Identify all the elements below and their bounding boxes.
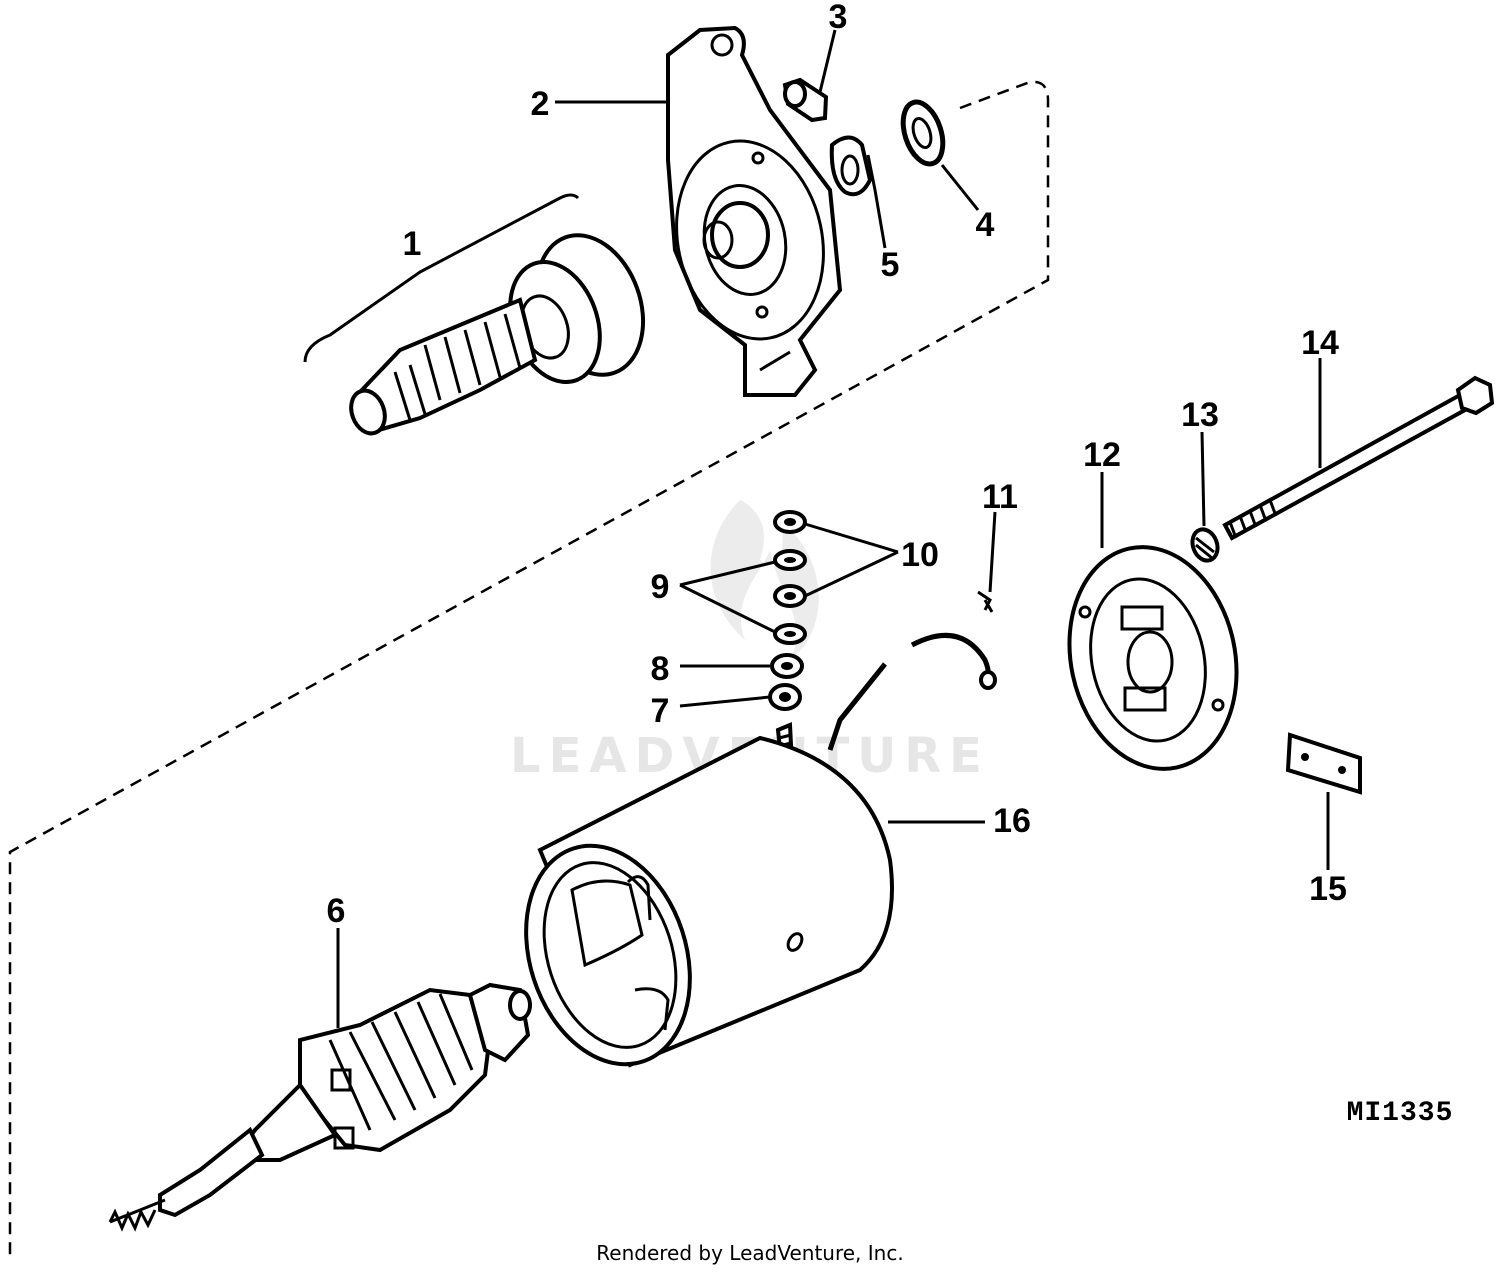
part-14-through-bolt: [1222, 375, 1495, 541]
part-12-end-frame: [1067, 545, 1239, 771]
label-part-1: 1: [403, 225, 422, 263]
part-9-washer-bottom: [773, 623, 807, 645]
part-8-insulator: [770, 653, 804, 679]
part-4-washer: [900, 99, 946, 167]
label-part-11: 11: [982, 478, 1018, 516]
label-part-15: 15: [1309, 870, 1347, 908]
part-2-drive-housing: [666, 25, 843, 397]
part-3-screw: [782, 77, 829, 123]
leader-lines: [336, 29, 1330, 1028]
part-15-strap: [1285, 732, 1362, 795]
label-part-4: 4: [976, 206, 995, 244]
part-10-nut-top: [773, 510, 807, 534]
label-part-12: 12: [1083, 436, 1121, 474]
label-part-5: 5: [881, 246, 900, 284]
part-16-field-frame: [524, 735, 894, 1068]
footer-credit: Rendered by LeadVenture, Inc.: [596, 1241, 903, 1265]
label-part-14: 14: [1301, 324, 1339, 362]
part-10-nut-bottom: [773, 584, 807, 608]
part-number-labels: 1 2 3 4 5 6 7 8 9 10 11 12 13 14 15 16: [327, 0, 1347, 930]
part-7-insulator: [768, 683, 802, 711]
label-part-8: 8: [651, 650, 670, 688]
part-6-armature: [108, 982, 532, 1232]
label-part-13: 13: [1181, 396, 1219, 434]
label-part-2: 2: [531, 85, 550, 123]
label-part-7: 7: [651, 692, 670, 730]
label-part-10: 10: [901, 536, 939, 574]
assembly-dashed-outline: [8, 80, 1050, 1255]
label-part-6: 6: [327, 892, 346, 930]
drawing-code: MI1335: [1347, 1098, 1454, 1129]
label-part-3: 3: [829, 0, 848, 36]
label-part-9: 9: [651, 568, 670, 606]
part-13-nut: [1190, 527, 1220, 563]
part-9-washer-top: [773, 549, 807, 571]
field-lead-wire: [827, 662, 887, 751]
watermark-flame-logo: [710, 500, 819, 660]
part-11-brush: [910, 590, 997, 690]
part-5-gasket: [829, 135, 873, 197]
part-1-drive-assembly: [303, 193, 646, 436]
label-part-16: 16: [993, 802, 1031, 840]
